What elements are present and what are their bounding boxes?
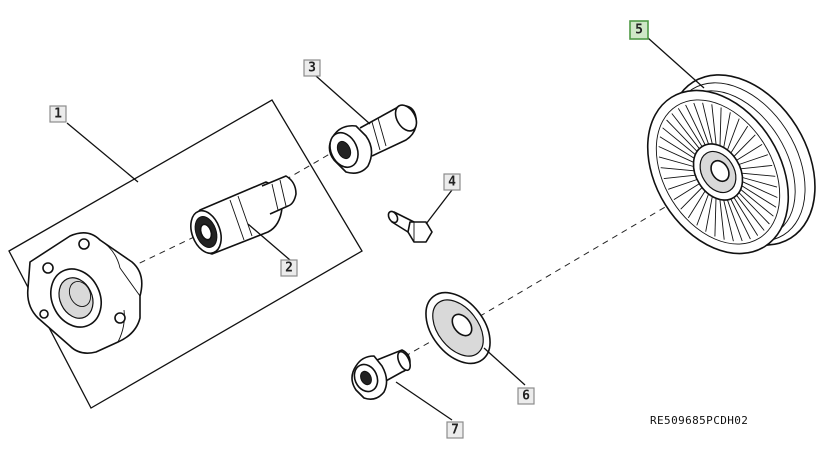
pulley-spoke [673, 183, 700, 200]
pulley-spoke [702, 102, 713, 145]
pulley-spoke [740, 189, 774, 217]
pulley-spoke [666, 119, 698, 152]
leader-line-3 [315, 75, 371, 125]
pulley-spoke [730, 125, 749, 154]
pulley-spoke [736, 144, 763, 161]
callout-6[interactable]: 6 [517, 387, 535, 405]
part-spindle [328, 104, 418, 174]
pulley-spoke [723, 112, 731, 148]
pulley-spoke [693, 102, 710, 145]
pulley-spokes [658, 102, 778, 242]
callout-4-label: 4 [448, 175, 456, 190]
pulley-spoke [711, 104, 717, 145]
pulley-spoke [730, 198, 751, 240]
pulley-spoke [738, 192, 770, 225]
part-bearing-cartridge [190, 175, 297, 255]
leader-line-6 [483, 347, 526, 386]
pulley-spoke [668, 179, 698, 190]
callout-7-label: 7 [451, 423, 459, 438]
axis-line-bolt-to-washer [394, 341, 431, 363]
pulley-spoke [677, 108, 703, 147]
pulley-spoke [726, 199, 743, 242]
axis-line-washer-to-pulley [469, 202, 673, 323]
pulley-spoke [658, 156, 694, 167]
pulley-spoke [719, 199, 725, 240]
part-idler-pulley [646, 74, 816, 255]
pulley-spoke [723, 199, 734, 242]
assembly-frame [8, 99, 363, 409]
callout-4[interactable]: 4 [443, 173, 461, 191]
pulley-spoke [719, 107, 722, 146]
pulley-spoke [733, 134, 756, 157]
part-cap-screw [387, 210, 433, 243]
leader-line-4 [425, 189, 453, 225]
callout-2-label: 2 [285, 261, 293, 276]
pulley-spoke [738, 154, 768, 165]
pulley-spoke [714, 198, 717, 237]
callout-5-label: 5 [635, 23, 643, 38]
callout-2[interactable]: 2 [280, 259, 298, 277]
pulley-spoke [660, 167, 695, 172]
callout-3-label: 3 [308, 61, 316, 76]
pulley-spoke [742, 177, 778, 188]
leader-line-2 [247, 223, 291, 261]
pulley-spoke [726, 118, 740, 151]
pulley-spoke [663, 174, 696, 180]
pulley-spoke [742, 181, 778, 198]
pulley-spoke [741, 172, 776, 177]
pulley-spoke [741, 185, 777, 208]
leader-line-7 [395, 381, 453, 421]
pulley-spoke [671, 113, 700, 149]
callout-6-label: 6 [522, 389, 530, 404]
callout-1[interactable]: 1 [49, 105, 67, 123]
pulley-spoke [687, 190, 706, 219]
leader-line-1 [66, 122, 139, 183]
pulley-spoke [658, 146, 694, 163]
callout-5[interactable]: 5 [629, 20, 649, 40]
pulley-spoke [733, 197, 759, 236]
pulley-spoke [659, 136, 695, 159]
callout-3[interactable]: 3 [303, 59, 321, 77]
callout-1-label: 1 [54, 107, 62, 122]
part-mounting-hub [26, 232, 143, 354]
pulley-spoke [685, 104, 706, 146]
pulley-spoke [662, 127, 696, 155]
leader-line-5 [647, 37, 705, 89]
part-washer [425, 291, 491, 365]
part-shoulder-bolt [351, 349, 411, 400]
pulley-spoke [680, 187, 703, 210]
pulley-spoke [696, 193, 710, 226]
pulley-spoke [740, 164, 773, 170]
pulley-spoke [705, 196, 713, 232]
drawing-reference-code: RE509685PCDH02 [650, 414, 749, 427]
callout-7[interactable]: 7 [446, 421, 464, 439]
pulley-spoke [736, 195, 765, 231]
